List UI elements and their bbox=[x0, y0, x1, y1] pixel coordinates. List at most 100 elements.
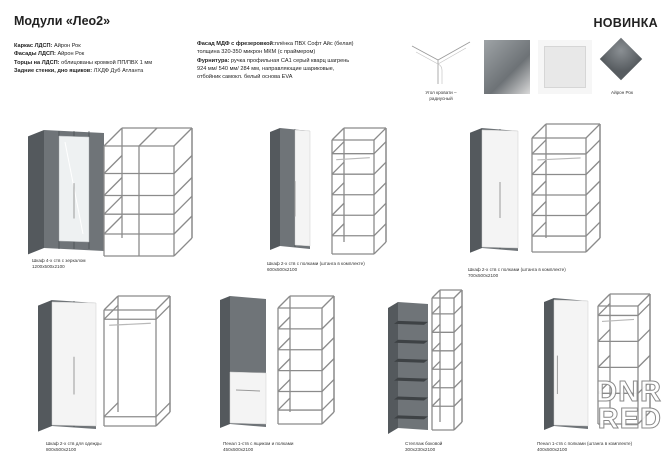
spec-line: 924 мм/ 540 мм/ 284 мм, направляющие шар… bbox=[197, 65, 335, 72]
shelf bbox=[597, 380, 611, 394]
cabinet-side bbox=[470, 128, 482, 253]
shelf bbox=[637, 354, 651, 368]
shelf bbox=[394, 396, 428, 401]
shelf bbox=[173, 215, 193, 235]
facade-sample-image bbox=[484, 40, 530, 94]
swatch-caption: Айрон Рок bbox=[611, 90, 633, 95]
shelf bbox=[373, 223, 387, 237]
shelf bbox=[373, 141, 387, 155]
cabinet-side bbox=[38, 300, 52, 432]
frame-edge bbox=[531, 123, 547, 139]
corner-caption: Угол кровати – радиусный bbox=[425, 90, 457, 101]
shelf bbox=[431, 342, 441, 352]
shelf bbox=[173, 195, 193, 215]
shelf bbox=[103, 402, 119, 418]
shelf bbox=[173, 177, 193, 196]
product-caption: Шкаф 2-х ств с полками (штанга в комплек… bbox=[267, 261, 365, 272]
shelf bbox=[431, 305, 441, 315]
spec-line: Фасады ЛДСП: Айрон Рок bbox=[14, 51, 85, 58]
shelf bbox=[277, 379, 291, 392]
corner-detail-image bbox=[411, 41, 471, 84]
white-facade bbox=[553, 299, 589, 427]
shelf bbox=[277, 397, 291, 411]
shelf bbox=[637, 380, 651, 394]
spec-line: Торцы на ЛДСП: облицованы кромкой ПП/ПВХ… bbox=[14, 59, 153, 66]
shelf bbox=[585, 160, 601, 175]
shelf bbox=[431, 360, 441, 370]
shelf bbox=[331, 182, 345, 196]
frame-edge bbox=[103, 127, 123, 147]
cabinet-side bbox=[544, 298, 554, 430]
shelf bbox=[394, 377, 428, 382]
frame-edge bbox=[331, 127, 345, 141]
frame-edge bbox=[155, 295, 171, 311]
cabinet-side bbox=[220, 296, 230, 428]
shelf bbox=[155, 304, 171, 320]
shelf bbox=[453, 305, 463, 315]
cabinet-side bbox=[270, 128, 280, 250]
shelf bbox=[321, 358, 335, 372]
shelf bbox=[331, 202, 345, 216]
shelf bbox=[277, 358, 291, 372]
shelf bbox=[453, 397, 463, 407]
shelf bbox=[103, 215, 123, 235]
shelf bbox=[394, 415, 428, 420]
frame-edge bbox=[431, 289, 441, 299]
shelf bbox=[103, 155, 123, 174]
shelving-side bbox=[388, 302, 398, 434]
shelf bbox=[321, 397, 335, 411]
shelf bbox=[394, 358, 428, 363]
spec-line: Фасад МДФ с фрезеровкой:плёнка ПВХ Софт … bbox=[197, 41, 354, 47]
frame-edge bbox=[637, 411, 651, 425]
shelf bbox=[597, 328, 611, 342]
drawer-handle bbox=[235, 389, 261, 392]
shelf bbox=[453, 360, 463, 370]
shelf bbox=[531, 139, 547, 155]
white-facade bbox=[229, 371, 267, 425]
shelf bbox=[155, 402, 171, 418]
shelf bbox=[531, 221, 547, 237]
shelf bbox=[637, 328, 651, 342]
shelf bbox=[373, 202, 387, 216]
frame-edge bbox=[103, 295, 119, 311]
hanging-rod bbox=[109, 322, 151, 326]
shelf bbox=[373, 182, 387, 196]
shelf bbox=[103, 304, 119, 320]
frame-edge bbox=[597, 293, 611, 307]
frame-edge bbox=[373, 241, 387, 255]
shelf bbox=[637, 302, 651, 316]
shelf bbox=[585, 201, 601, 216]
frame-edge bbox=[173, 127, 193, 147]
shelf bbox=[453, 323, 463, 333]
shelf bbox=[597, 354, 611, 368]
shelf bbox=[394, 339, 428, 344]
shelf bbox=[103, 195, 123, 215]
divider bbox=[138, 127, 158, 147]
shelf bbox=[277, 316, 291, 330]
specs-middle: Фасад МДФ с фрезеровкой:плёнка ПВХ Софт … bbox=[197, 40, 397, 81]
shelf bbox=[321, 379, 335, 392]
new-badge: НОВИНКА bbox=[593, 16, 658, 30]
hanging-rod bbox=[537, 157, 581, 161]
shelf bbox=[597, 302, 611, 316]
white-facade bbox=[294, 129, 311, 247]
shelf bbox=[585, 221, 601, 237]
frame-edge bbox=[173, 237, 193, 257]
shelf bbox=[394, 320, 428, 325]
frame-edge bbox=[453, 289, 463, 299]
frame-edge bbox=[321, 411, 335, 425]
hanging-rod bbox=[601, 318, 635, 323]
shelf bbox=[453, 342, 463, 352]
shelf bbox=[431, 379, 441, 389]
spec-line: Каркас ЛДСП: Айрон Рок bbox=[14, 43, 81, 49]
page-title: Модули «Лео2» bbox=[14, 14, 111, 28]
shelf bbox=[431, 323, 441, 333]
shelf bbox=[531, 160, 547, 175]
frame-edge bbox=[155, 411, 171, 427]
shelf bbox=[331, 141, 345, 155]
hanging-rod bbox=[336, 157, 370, 161]
shelf bbox=[173, 155, 193, 174]
